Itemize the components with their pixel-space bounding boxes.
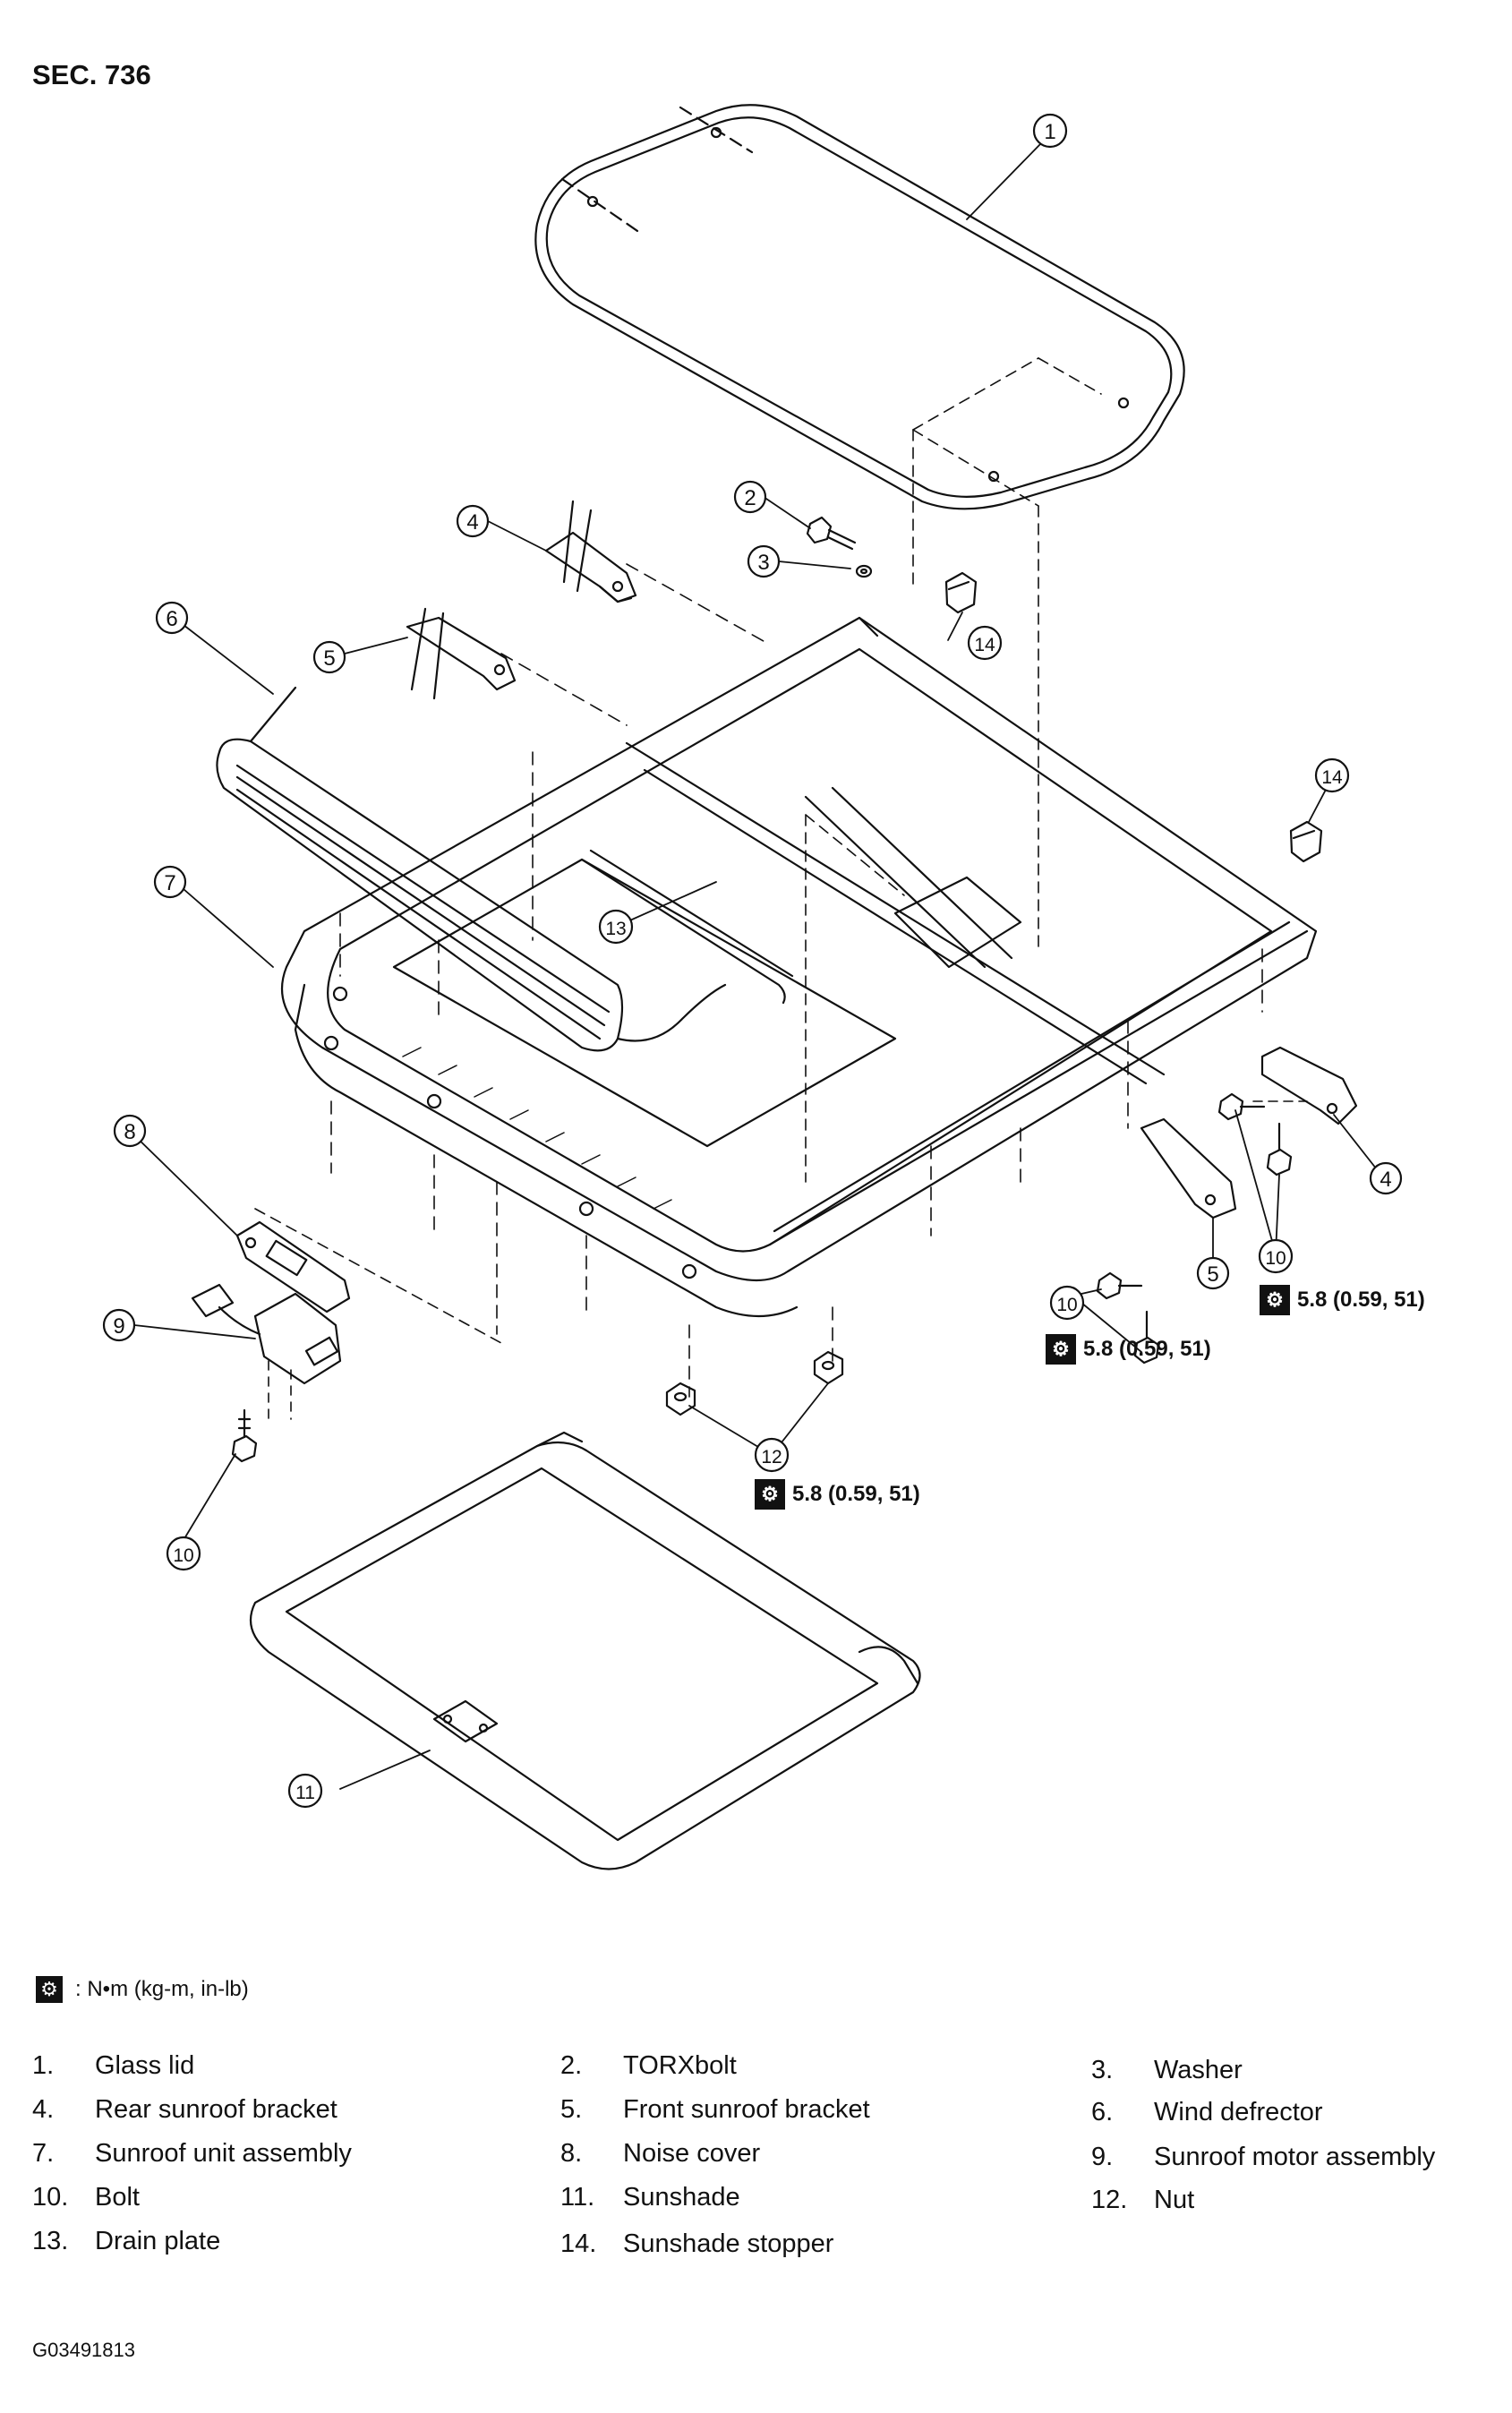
- bolt: [231, 1408, 258, 1463]
- list-item: 9.Sunroof motor assembly: [1091, 2143, 1436, 2171]
- torque-wrench-icon: ⚙: [36, 1976, 63, 2003]
- list-item: 3.Washer: [1091, 2056, 1243, 2084]
- section-title: SEC. 736: [32, 59, 151, 90]
- wind-deflector: [216, 686, 727, 1052]
- bolt: [1217, 1092, 1266, 1121]
- torx-bolt: [806, 516, 857, 551]
- list-item: 5.Front sunroof bracket: [560, 2095, 870, 2124]
- rear-sunroof-bracket: [1252, 1046, 1358, 1125]
- list-item: 11.Sunshade: [560, 2183, 740, 2212]
- list-item: 14.Sunshade stopper: [560, 2229, 834, 2258]
- front-sunroof-bracket: [406, 607, 517, 700]
- callout-9: 9: [102, 1308, 136, 1342]
- callout-11: 11: [287, 1773, 323, 1809]
- callout-7: 7: [153, 865, 187, 899]
- sunshade-stopper: [1289, 820, 1323, 863]
- torque-legend: ⚙ : N•m (kg-m, in-lb): [36, 1976, 249, 2003]
- svg-text:5: 5: [1207, 1262, 1218, 1287]
- svg-text:4: 4: [466, 510, 478, 535]
- svg-text:12: 12: [761, 1447, 782, 1467]
- svg-text:7: 7: [164, 871, 175, 895]
- callout-13: 13: [598, 909, 634, 945]
- svg-text:5: 5: [323, 646, 335, 671]
- svg-text:14: 14: [1321, 767, 1343, 788]
- svg-text:9: 9: [113, 1314, 124, 1339]
- callout-10: 10: [1049, 1285, 1085, 1321]
- torque-spec: ⚙ 5.8 (0.59, 51): [1260, 1285, 1425, 1315]
- svg-text:13: 13: [605, 919, 626, 939]
- list-item: 8.Noise cover: [560, 2139, 761, 2168]
- callout-3: 3: [747, 544, 781, 578]
- noise-cover: [235, 1208, 502, 1344]
- callout-5: 5: [312, 640, 346, 674]
- svg-text:10: 10: [1056, 1295, 1077, 1315]
- callout-6: 6: [155, 601, 189, 635]
- drain-plate: [580, 849, 794, 1005]
- callout-4: 4: [456, 504, 490, 538]
- bolt: [1096, 1271, 1143, 1300]
- torque-spec: ⚙ 5.8 (0.59, 51): [755, 1479, 920, 1510]
- leader-lines: [129, 142, 1384, 1790]
- callout-5: 5: [1196, 1256, 1230, 1290]
- figure-code: G03491813: [32, 2339, 135, 2361]
- list-item: 6.Wind defrector: [1091, 2098, 1323, 2126]
- front-sunroof-bracket: [1140, 1117, 1237, 1219]
- svg-text:8: 8: [124, 1120, 135, 1144]
- glass-lid: [534, 104, 1185, 510]
- svg-text:10: 10: [1265, 1248, 1286, 1269]
- washer: [855, 564, 873, 578]
- svg-text:4: 4: [1380, 1168, 1391, 1192]
- svg-text:2: 2: [744, 486, 756, 510]
- nut: [665, 1382, 696, 1416]
- svg-text:10: 10: [173, 1545, 193, 1566]
- list-item: 10.Bolt: [32, 2183, 140, 2212]
- torque-wrench-icon: ⚙: [755, 1479, 785, 1510]
- rear-sunroof-bracket: [544, 500, 637, 603]
- callout-4: 4: [1369, 1161, 1403, 1195]
- sunshade: [249, 1431, 921, 1870]
- sunroof-motor-assembly: [191, 1283, 342, 1420]
- torque-spec: ⚙ 5.8 (0.59, 51): [1046, 1334, 1211, 1365]
- bolt: [1266, 1122, 1293, 1177]
- svg-text:3: 3: [757, 551, 769, 575]
- callout-10: 10: [166, 1536, 201, 1571]
- svg-text:14: 14: [974, 635, 995, 655]
- list-item: 13.Drain plate: [32, 2227, 221, 2255]
- callout-1: 1: [1032, 113, 1068, 149]
- list-item: 12.Nut: [1091, 2186, 1195, 2214]
- nut: [813, 1350, 844, 1385]
- callout-12: 12: [754, 1437, 790, 1473]
- list-item: 1.Glass lid: [32, 2051, 195, 2080]
- callout-2: 2: [733, 480, 767, 514]
- sunshade-stopper: [944, 571, 978, 614]
- torque-wrench-icon: ⚙: [1260, 1285, 1290, 1315]
- svg-text:6: 6: [166, 607, 177, 631]
- alignment-lines: [330, 563, 1263, 1398]
- svg-text:11: 11: [295, 1783, 315, 1803]
- bolt: [1133, 1310, 1160, 1365]
- svg-text:1: 1: [1044, 120, 1055, 144]
- list-item: 7.Sunroof unit assembly: [32, 2139, 352, 2168]
- sunroof-unit-frame: [280, 616, 1318, 1318]
- callout-8: 8: [113, 1114, 147, 1148]
- torque-wrench-icon: ⚙: [1046, 1334, 1076, 1365]
- callout-10: 10: [1258, 1238, 1294, 1274]
- list-item: 2.TORXbolt: [560, 2051, 737, 2080]
- list-item: 4.Rear sunroof bracket: [32, 2095, 337, 2124]
- callout-14: 14: [967, 625, 1003, 661]
- lid-alignment-lines: [805, 357, 1102, 1183]
- callout-14: 14: [1314, 757, 1350, 793]
